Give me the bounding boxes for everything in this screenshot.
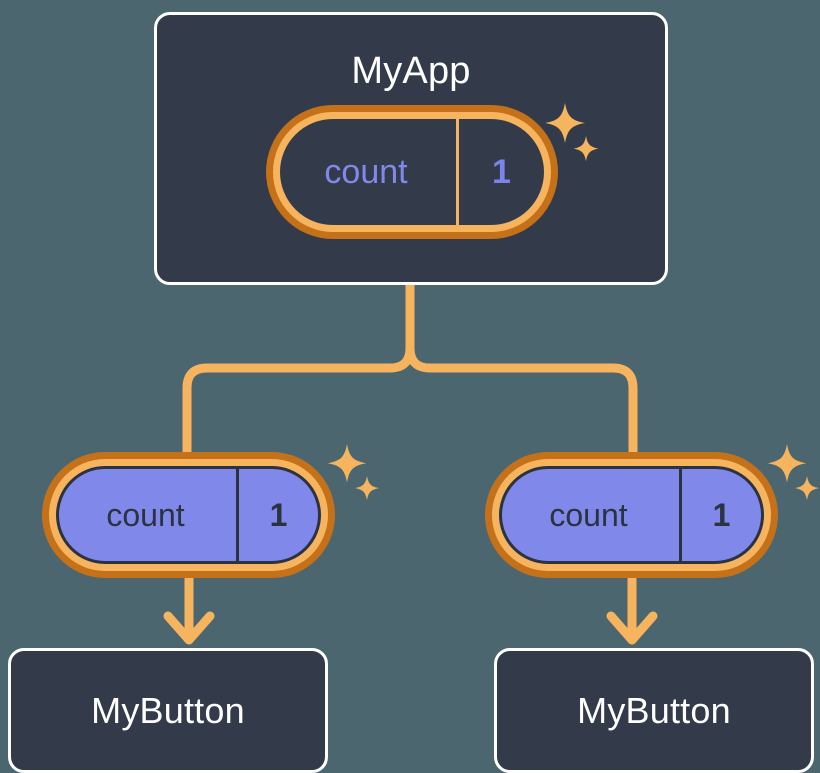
signal-pill-left[interactable]: count 1: [42, 452, 335, 578]
signal-value: 1: [456, 119, 544, 225]
branch-connector-left-icon: [182, 343, 415, 457]
card-mybutton-left[interactable]: MyButton: [8, 648, 328, 773]
signal-pill-body: count 1: [56, 466, 321, 564]
signal-pill-ring: count 1: [273, 112, 551, 232]
card-mybutton-left-title: MyButton: [91, 689, 245, 731]
signal-name: count: [106, 496, 185, 533]
signal-pill-myapp[interactable]: count 1: [266, 105, 558, 239]
signal-pill-right[interactable]: count 1: [485, 452, 778, 578]
signal-name: count: [324, 152, 408, 191]
card-mybutton-right[interactable]: MyButton: [494, 648, 814, 773]
signal-pill-ring: count 1: [49, 459, 328, 571]
signal-pill-body: count 1: [499, 466, 764, 564]
card-mybutton-right-title: MyButton: [577, 689, 731, 731]
signal-pill-body: count 1: [280, 119, 544, 225]
signal-value: 1: [679, 469, 761, 561]
card-myapp-title: MyApp: [351, 50, 471, 92]
signal-value: 1: [236, 469, 318, 561]
branch-connector-icon: [405, 280, 638, 457]
arrow-down-head-icon: [163, 611, 215, 645]
signal-name: count: [549, 496, 628, 533]
signal-pill-ring: count 1: [492, 459, 771, 571]
arrow-down-head-icon: [606, 611, 658, 645]
